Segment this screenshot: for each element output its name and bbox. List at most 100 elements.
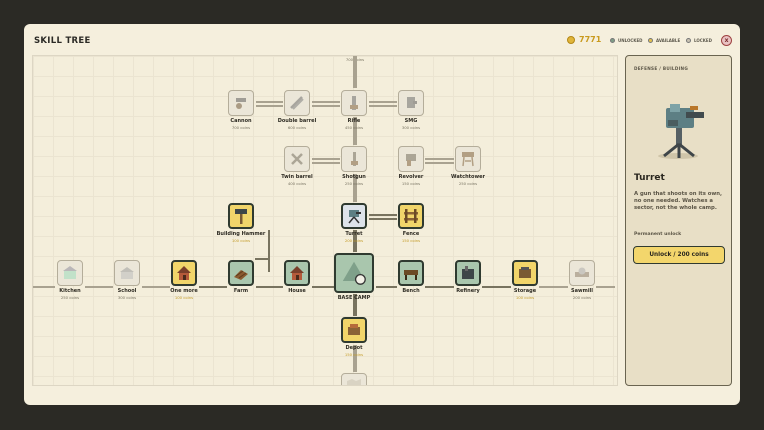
node-double-barrel[interactable]: [284, 90, 310, 116]
school-icon: [120, 267, 134, 279]
available-dot-icon: [648, 38, 653, 43]
tree-connector: [268, 230, 270, 272]
node-price: 100 coins: [515, 295, 535, 300]
node-base-camp[interactable]: [334, 253, 374, 293]
node-price: 400 coins: [287, 181, 307, 186]
node-watchtower[interactable]: [455, 146, 481, 172]
node-price: 150 coins: [344, 352, 364, 357]
tree-connector: [369, 214, 397, 216]
node-price: 300 coins: [117, 295, 137, 300]
node-bottom[interactable]: [341, 373, 367, 385]
node-turret[interactable]: [341, 203, 367, 229]
node-sawmill[interactable]: [569, 260, 595, 286]
node-building-hammer[interactable]: [228, 203, 254, 229]
rifle-icon: [350, 96, 358, 110]
tree-connector: [353, 117, 355, 145]
node-label: Sawmill: [571, 288, 593, 294]
node-refinery[interactable]: [455, 260, 481, 286]
node-smg[interactable]: [398, 90, 424, 116]
node-storage[interactable]: [512, 260, 538, 286]
unlock-button[interactable]: Unlock / 200 coins: [633, 246, 725, 264]
node-price: 700 coins: [231, 125, 251, 130]
tree-connector: [312, 105, 340, 107]
node-revolver[interactable]: [398, 146, 424, 172]
node-label: Building Hammer: [216, 231, 266, 237]
node-label: Kitchen: [59, 288, 81, 294]
node-price: 100 coins: [174, 295, 194, 300]
node-cannon[interactable]: [228, 90, 254, 116]
tree-connector: [369, 218, 397, 220]
detail-category: DEFENSE / BUILDING: [634, 66, 689, 71]
hammer-icon: [235, 209, 247, 224]
tree-connector: [353, 294, 355, 316]
bench-icon: [404, 270, 418, 280]
tree-connector: [355, 174, 357, 202]
node-label: SMG: [404, 118, 418, 124]
refinery-icon: [462, 266, 474, 279]
fence-icon: [404, 209, 418, 223]
farm-icon: [234, 270, 248, 280]
coin-icon: [567, 35, 575, 44]
house-icon: [290, 266, 304, 280]
tree-connector: [255, 258, 269, 260]
node-fence[interactable]: [398, 203, 424, 229]
tree-connector: [425, 162, 454, 164]
tree-connector: [312, 162, 340, 164]
detail-description: A gun that shoots on its own, no one nee…: [634, 191, 723, 212]
node-farm[interactable]: [228, 260, 254, 286]
map-icon: [347, 379, 361, 385]
node-label: Rifle: [347, 118, 361, 124]
node-price: 150 coins: [401, 181, 421, 186]
node-label: Turret: [345, 231, 363, 237]
node-price: 100 coins: [231, 238, 251, 243]
unlocked-dot-icon: [610, 38, 615, 43]
tree-connector: [353, 56, 355, 88]
node-depot[interactable]: [341, 317, 367, 343]
tree-connector: [355, 56, 357, 88]
node-label: Refinery: [456, 288, 480, 294]
tree-connector: [425, 158, 454, 160]
tree-connector: [369, 101, 397, 103]
node-label: Bench: [402, 288, 420, 294]
tree-connector: [539, 286, 568, 288]
node-label: Farm: [233, 288, 249, 294]
node-label: House: [288, 288, 306, 294]
node-price: 450 coins: [344, 125, 364, 130]
close-button[interactable]: x: [721, 35, 732, 46]
node-label: Shotgun: [342, 174, 366, 180]
house-icon: [177, 266, 191, 280]
depot-icon: [348, 324, 360, 335]
storage-icon: [519, 267, 531, 278]
tree-connector: [142, 286, 170, 288]
node-price: 150 coins: [401, 238, 421, 243]
coin-balance: 7771: [567, 35, 601, 44]
tree-connector: [268, 259, 270, 272]
revolver-icon: [406, 154, 416, 166]
node-school[interactable]: [114, 260, 140, 286]
tree-connector: [33, 286, 55, 288]
node-price: 250 coins: [344, 181, 364, 186]
tree-connector: [482, 286, 511, 288]
node-shotgun[interactable]: [341, 146, 367, 172]
node-house[interactable]: [284, 260, 310, 286]
node-kitchen[interactable]: [57, 260, 83, 286]
node-price: 250 coins: [458, 181, 478, 186]
tree-connector: [353, 230, 355, 252]
node-one-more[interactable]: [171, 260, 197, 286]
node-label: Storage: [513, 288, 537, 294]
node-bench[interactable]: [398, 260, 424, 286]
tree-connector: [355, 117, 357, 145]
node-twin-barrel[interactable]: [284, 146, 310, 172]
node-label: Twin barrel: [281, 174, 313, 180]
legend-unlocked: UNLOCKED: [610, 38, 643, 43]
tree-connector: [312, 101, 340, 103]
node-price: 600 coins: [287, 125, 307, 130]
tree-connector: [376, 286, 397, 288]
skill-tree-window: SKILL TREE 7771 UNLOCKED AVAILABLE LOCKE…: [24, 24, 740, 405]
tree-connector: [199, 286, 227, 288]
node-label: BASE CAMP: [337, 295, 371, 301]
node-rifle[interactable]: [341, 90, 367, 116]
tree-connector: [425, 286, 454, 288]
turret-icon: [348, 210, 361, 224]
